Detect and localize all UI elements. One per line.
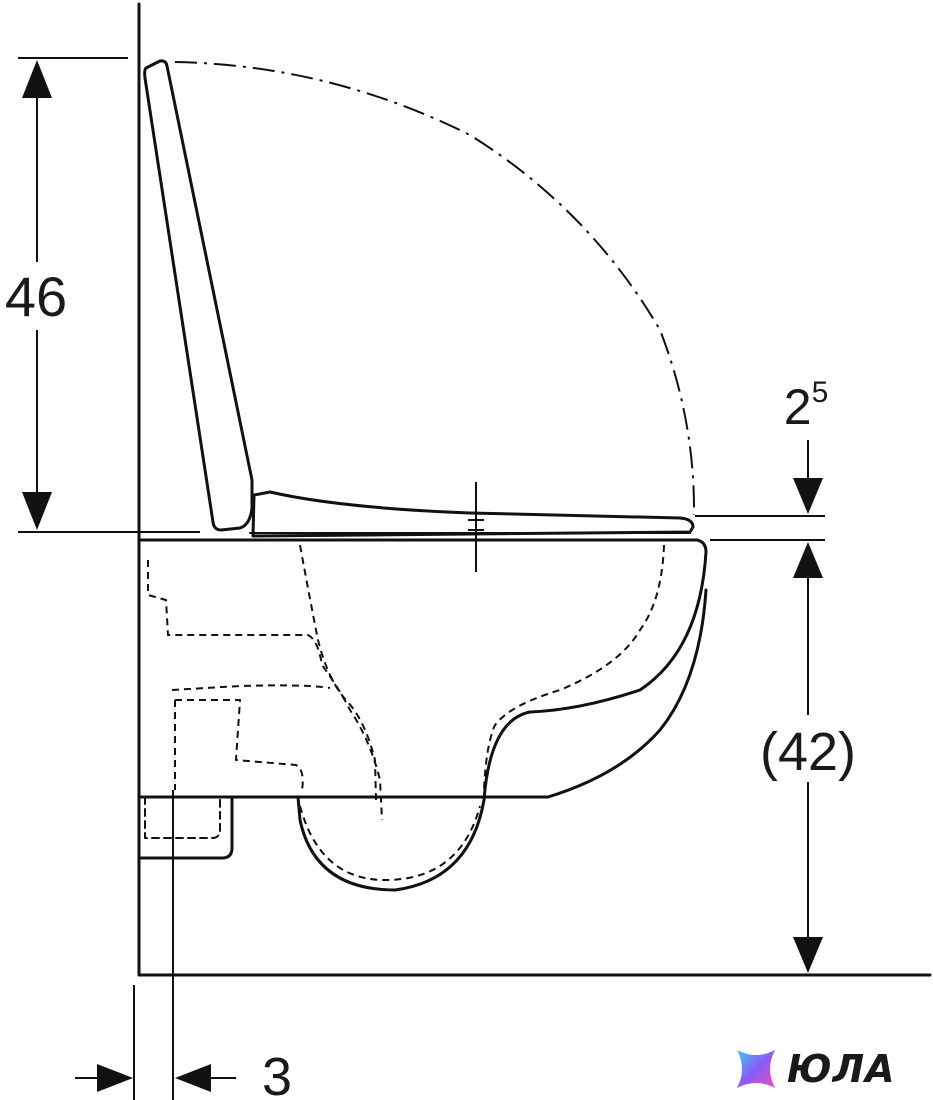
mounting-bracket [137,795,234,860]
dim-42-arrow-bottom [793,937,823,973]
dim-25-arrow [793,478,823,514]
inner-dashed [299,544,377,801]
dim-3-arrow-right [175,1064,211,1092]
dim-42-label: (42) [760,722,856,782]
outlet-dashed-2 [174,699,304,791]
dim-46-label: 46 [5,265,67,328]
dim-3-arrow-left [97,1064,133,1092]
yula-logo: ЮЛА [733,1046,896,1092]
dim-25-label: 25 [784,376,829,435]
dim-46-arrow-top [22,60,52,98]
bowl-dashed [299,805,481,881]
dim-25-base: 2 [784,379,812,435]
dim-46-arrow-bottom [22,492,52,530]
outlet-dashed [171,684,331,691]
yula-logo-text: ЮЛА [787,1047,896,1091]
lid-swing-arc [174,61,696,516]
rim-dashed [483,544,665,791]
toilet-bowl [137,538,708,892]
trap-dashed [147,560,383,821]
yula-star-icon [737,1050,775,1088]
toilet-lid [143,59,254,532]
bracket-inner [144,796,221,839]
toilet-seat [251,490,695,538]
dim-42-arrow-top [793,542,823,578]
dim-3-label: 3 [262,1047,292,1100]
dim-25-sup: 5 [812,376,829,409]
bowl-front-bottom [546,588,708,799]
